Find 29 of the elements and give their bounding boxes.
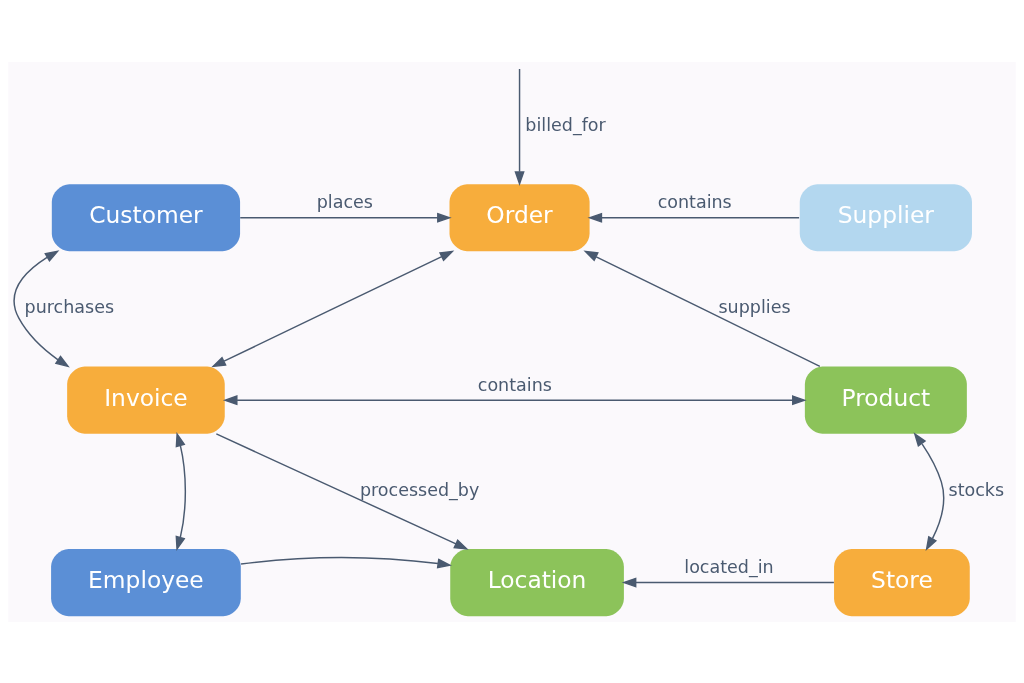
edge-label: purchases	[24, 296, 115, 317]
node-box: Supplier	[799, 183, 972, 251]
arrow	[240, 556, 452, 569]
node-box: Location	[450, 548, 624, 616]
arrow	[215, 432, 469, 550]
arrow	[587, 212, 800, 223]
arrow	[913, 431, 945, 551]
arrow	[514, 67, 525, 186]
edge-label: processed_by	[359, 479, 480, 500]
arrow	[211, 250, 455, 367]
arrow	[621, 577, 835, 588]
arrow	[583, 250, 821, 367]
node-box: Customer	[51, 183, 241, 251]
node-box: Employee	[51, 548, 241, 616]
edge-label: stocks	[948, 479, 1005, 500]
edge-label: located_in	[684, 556, 774, 577]
edge-label: contains	[477, 374, 552, 395]
arrow	[13, 249, 70, 368]
edge-label: supplies	[718, 296, 791, 317]
node-box: Product	[804, 366, 967, 434]
node-box: Order	[449, 183, 590, 251]
node-box: Invoice	[67, 366, 225, 434]
edge-label: places	[316, 191, 373, 212]
node-box: Store	[834, 548, 970, 616]
arrow	[239, 212, 452, 223]
arrow	[222, 394, 807, 405]
edge-label: billed_for	[525, 114, 606, 135]
edge-label: contains	[657, 191, 732, 212]
arrow	[175, 431, 187, 551]
